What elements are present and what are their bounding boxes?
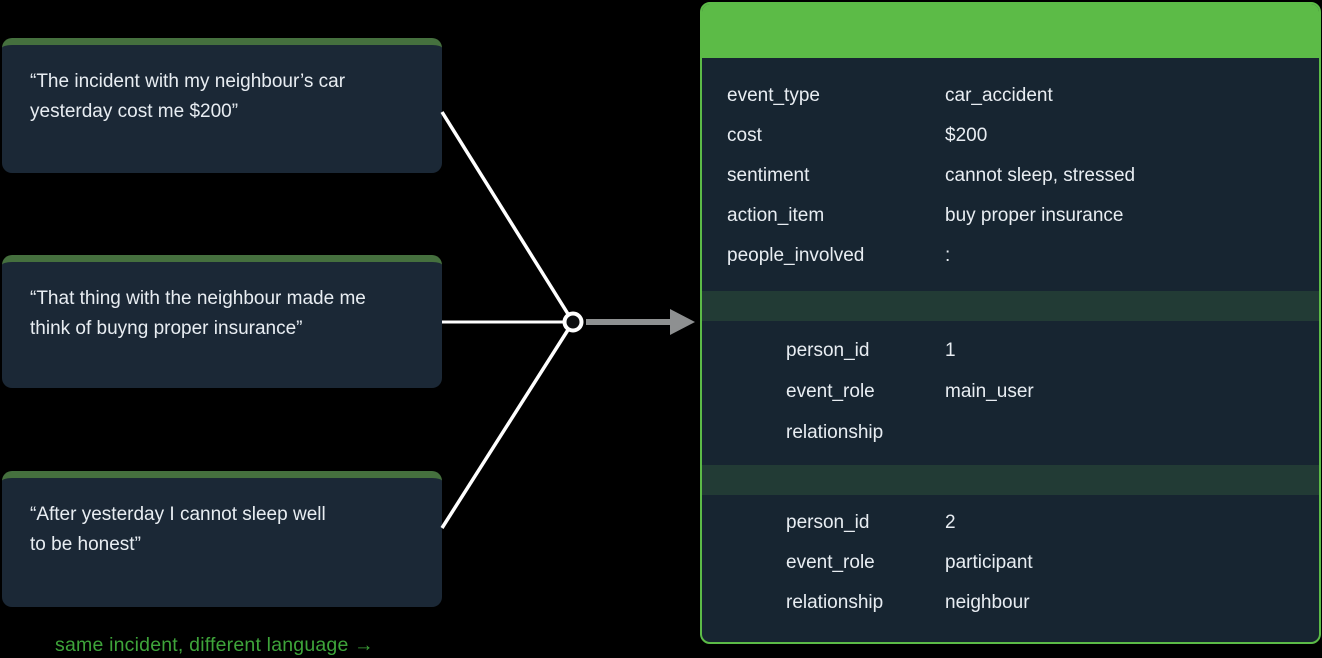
quote-line: “After yesterday I cannot sleep well bbox=[30, 504, 326, 525]
quote-line: “That thing with the neighbour made me bbox=[30, 288, 366, 309]
field-row-people-involved: people_involved : bbox=[702, 236, 1319, 276]
field-value: cannot sleep, stressed bbox=[945, 165, 1136, 186]
field-row-person-id: person_id 1 bbox=[702, 330, 1319, 371]
field-key: person_id bbox=[786, 339, 870, 361]
separator-band bbox=[702, 291, 1319, 321]
quote-line: think of buyng proper insurance” bbox=[30, 318, 303, 339]
field-key: people_involved bbox=[727, 245, 865, 266]
field-row-event-role: event_role participant bbox=[702, 543, 1319, 583]
field-value: neighbour bbox=[945, 592, 1030, 613]
field-key: event_type bbox=[727, 85, 820, 106]
field-row-sentiment: sentiment cannot sleep, stressed bbox=[702, 156, 1319, 196]
field-value: buy proper insurance bbox=[945, 205, 1124, 226]
field-row-event-role: event_role main_user bbox=[702, 371, 1319, 412]
quote-line: yesterday cost me $200” bbox=[30, 101, 239, 122]
field-key: action_item bbox=[727, 205, 825, 226]
merge-node-icon bbox=[562, 311, 584, 333]
field-row-person-id: person_id 2 bbox=[702, 503, 1319, 543]
field-value: participant bbox=[945, 552, 1033, 573]
connector-line-bottom bbox=[440, 321, 575, 529]
field-row-cost: cost $200 bbox=[702, 116, 1319, 156]
field-row-action-item: action_item buy proper insurance bbox=[702, 196, 1319, 236]
field-row-event-type: event_type car_accident bbox=[702, 76, 1319, 116]
field-value: main_user bbox=[945, 380, 1034, 402]
field-row-relationship: relationship neighbour bbox=[702, 583, 1319, 623]
extracted-data-panel: event_type car_accident cost $200 sentim… bbox=[700, 2, 1321, 644]
field-key: event_role bbox=[786, 552, 875, 573]
quote-card-3: “After yesterday I cannot sleep well to … bbox=[2, 471, 442, 607]
panel-body: event_type car_accident cost $200 sentim… bbox=[702, 58, 1319, 623]
field-value: $200 bbox=[945, 125, 988, 146]
field-key: relationship bbox=[786, 592, 884, 613]
person-record-2: person_id 2 event_role participant relat… bbox=[702, 495, 1319, 623]
field-key: event_role bbox=[786, 380, 875, 402]
person-record-1: person_id 1 event_role main_user relatio… bbox=[702, 321, 1319, 453]
field-key: cost bbox=[727, 125, 762, 146]
panel-header-bar bbox=[702, 4, 1319, 58]
caption-text: same incident, different language → bbox=[55, 634, 374, 656]
field-value: : bbox=[945, 245, 951, 266]
arrow-head-icon bbox=[670, 309, 695, 335]
connector-line-top bbox=[440, 111, 575, 323]
quote-card-2: “That thing with the neighbour made me t… bbox=[2, 255, 442, 388]
quote-card-1: “The incident with my neighbour’s car ye… bbox=[2, 38, 442, 173]
quote-line: “The incident with my neighbour’s car bbox=[30, 71, 346, 92]
separator-band bbox=[702, 465, 1319, 495]
field-key: sentiment bbox=[727, 165, 810, 186]
field-key: person_id bbox=[786, 512, 870, 533]
field-value: 1 bbox=[945, 339, 956, 361]
field-value: 2 bbox=[945, 512, 956, 533]
field-value: car_accident bbox=[945, 85, 1053, 106]
field-key: relationship bbox=[786, 421, 884, 443]
field-row-relationship: relationship bbox=[702, 412, 1319, 453]
quote-line: to be honest” bbox=[30, 534, 141, 555]
